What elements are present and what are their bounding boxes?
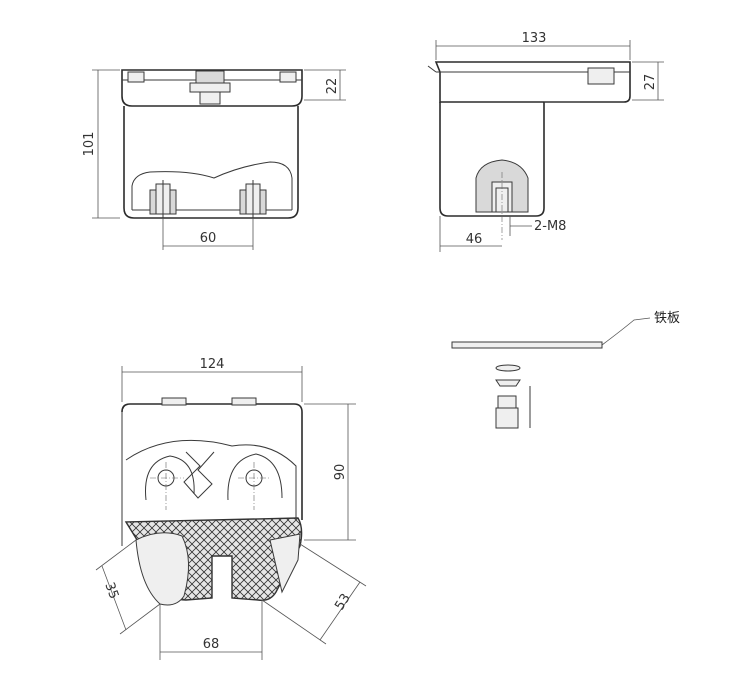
front-width-dimension: 60	[200, 231, 217, 246]
bottom-body-outline	[121, 403, 303, 520]
side-bolt-label: 2-M8	[534, 219, 566, 234]
iron-plate-label: 铁板	[654, 311, 680, 326]
front-top-cap	[121, 69, 303, 107]
bolt-head	[497, 395, 517, 409]
side-view: 133 27 46 2-M8	[427, 31, 664, 252]
front-center-latch	[195, 70, 225, 84]
bottom-right-wheel	[269, 533, 301, 594]
bottom-left-dimension: 35	[101, 580, 121, 601]
front-body	[123, 106, 299, 219]
bottom-right-tab	[231, 397, 257, 406]
bottom-zigzag-channel	[183, 451, 215, 499]
front-top-dimension: 22	[325, 78, 340, 95]
side-top-cap	[434, 61, 631, 103]
side-body	[439, 102, 545, 217]
side-height-dimension: 27	[643, 74, 658, 91]
front-insert-curve	[131, 161, 293, 210]
front-height-dimension: 101	[82, 132, 97, 157]
bottom-right-dimension: 53	[332, 591, 353, 613]
side-width-dimension: 133	[522, 31, 547, 46]
front-view: 101 22 60	[82, 69, 346, 250]
plate-parts: 铁板	[451, 311, 680, 429]
front-left-clip	[127, 71, 145, 83]
iron-plate	[451, 341, 603, 349]
bottom-right-lobe	[227, 453, 283, 501]
bolt-shank	[495, 407, 519, 429]
bottom-left-tab	[161, 397, 187, 406]
bottom-left-wheel	[135, 532, 189, 606]
side-offset-dimension: 46	[466, 232, 483, 247]
spring-washer	[495, 379, 521, 387]
bottom-inner-profile	[125, 439, 297, 520]
bottom-left-lobe	[145, 455, 195, 501]
front-right-clip	[279, 71, 297, 83]
bottom-width-dimension: 124	[200, 357, 225, 372]
washer	[495, 364, 521, 372]
bottom-height-dimension: 90	[333, 464, 348, 481]
bottom-base-dimension: 68	[203, 637, 220, 652]
bottom-view: 124 90 35 53 68	[95, 357, 367, 660]
side-clip	[587, 67, 615, 85]
